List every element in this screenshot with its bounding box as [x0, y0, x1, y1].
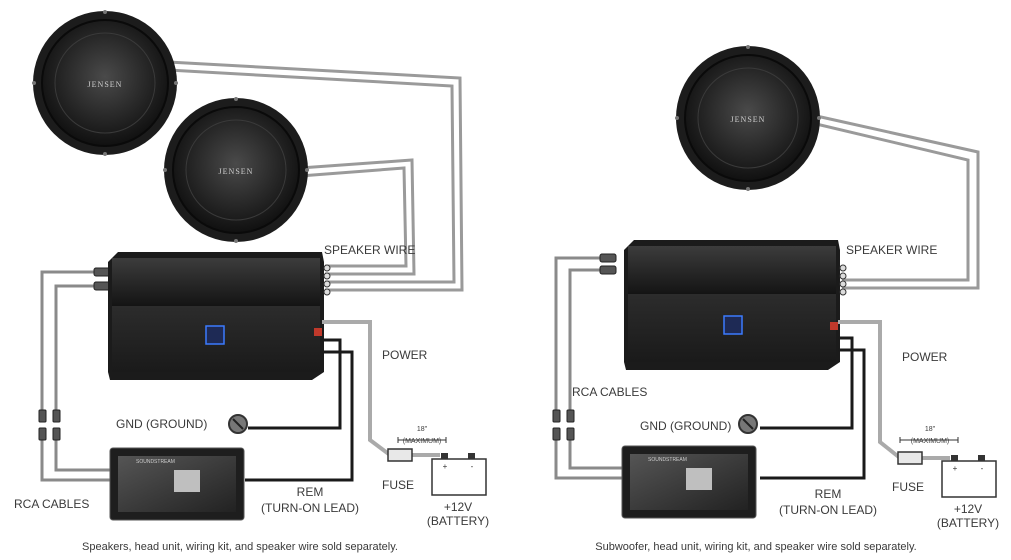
ground-terminal-right [738, 414, 758, 434]
head-unit-brand-right: SOUNDSTREAM [648, 457, 687, 463]
amplifier-right [624, 240, 847, 370]
label-fuse-length-left-1: 18" [417, 426, 428, 433]
subwoofer-brand: JENSEN [731, 115, 766, 124]
battery-right: + - [941, 455, 997, 498]
label-fuse-length-right-2: (MAXIMUM) [911, 438, 950, 445]
label-power-right: POWER [902, 350, 948, 364]
label-fuse-length-right-1: 18" [925, 426, 936, 433]
fuse-length-indicator-left [397, 437, 447, 443]
svg-text:-: - [981, 464, 984, 473]
right-diagram: JENSEN [552, 45, 999, 553]
label-fuse-right: FUSE [892, 480, 924, 494]
fuse-right [897, 451, 923, 465]
label-fuse-left: FUSE [382, 478, 414, 492]
rca-cables-right [554, 256, 626, 480]
rem-wire-right [760, 348, 866, 480]
power-wire-right [838, 320, 902, 460]
svg-text:+: + [953, 464, 958, 473]
ground-terminal-left [228, 414, 248, 434]
power-wire-left [322, 320, 392, 457]
label-speaker-wire-left: SPEAKER WIRE [324, 243, 415, 257]
label-rem-left-1: REM [297, 485, 324, 499]
ground-wire-right [760, 336, 854, 430]
label-battery-right-2: (BATTERY) [937, 516, 999, 530]
label-rem-right-1: REM [815, 487, 842, 501]
speaker-wires-right [811, 113, 980, 290]
label-rca-cables-right: RCA CABLES [572, 385, 647, 399]
svg-text:-: - [471, 462, 474, 471]
speaker-1-brand: JENSEN [88, 80, 123, 89]
caption-left: Speakers, head unit, wiring kit, and spe… [82, 541, 398, 553]
label-gnd-right: GND (GROUND) [640, 419, 731, 433]
rca-cables-left [40, 270, 115, 482]
caption-right: Subwoofer, head unit, wiring kit, and sp… [595, 541, 916, 553]
svg-text:+: + [443, 462, 448, 471]
speaker-2-brand: JENSEN [219, 167, 254, 176]
speaker-wires-left [167, 60, 464, 292]
head-unit-right: SOUNDSTREAM [621, 445, 757, 519]
battery-left: + - [431, 453, 487, 496]
label-gnd-left: GND (GROUND) [116, 417, 207, 431]
head-unit-left: SOUNDSTREAM [109, 447, 245, 521]
label-battery-left-2: (BATTERY) [427, 514, 489, 528]
subwoofer: JENSEN [675, 45, 821, 191]
label-fuse-length-left-2: (MAXIMUM) [403, 438, 442, 445]
label-battery-left-1: +12V [444, 500, 472, 514]
speaker-2: JENSEN [163, 97, 309, 243]
fuse-left [387, 448, 413, 462]
label-rca-cables-left: RCA CABLES [14, 497, 89, 511]
fuse-length-indicator-right [899, 437, 959, 443]
rca-connectors-left [38, 267, 111, 441]
speaker-1: JENSEN [32, 10, 178, 156]
label-speaker-wire-right: SPEAKER WIRE [846, 243, 937, 257]
ground-wire-left [248, 338, 342, 430]
rca-connectors-right [552, 253, 617, 441]
amplifier-left [108, 252, 331, 380]
label-battery-right-1: +12V [954, 502, 982, 516]
label-power-left: POWER [382, 348, 428, 362]
head-unit-brand-left: SOUNDSTREAM [136, 459, 175, 465]
left-diagram: JENSEN JENSEN [14, 10, 489, 553]
label-rem-right-2: (TURN-ON LEAD) [779, 503, 877, 517]
rem-wire-left [245, 350, 354, 482]
label-rem-left-2: (TURN-ON LEAD) [261, 501, 359, 515]
